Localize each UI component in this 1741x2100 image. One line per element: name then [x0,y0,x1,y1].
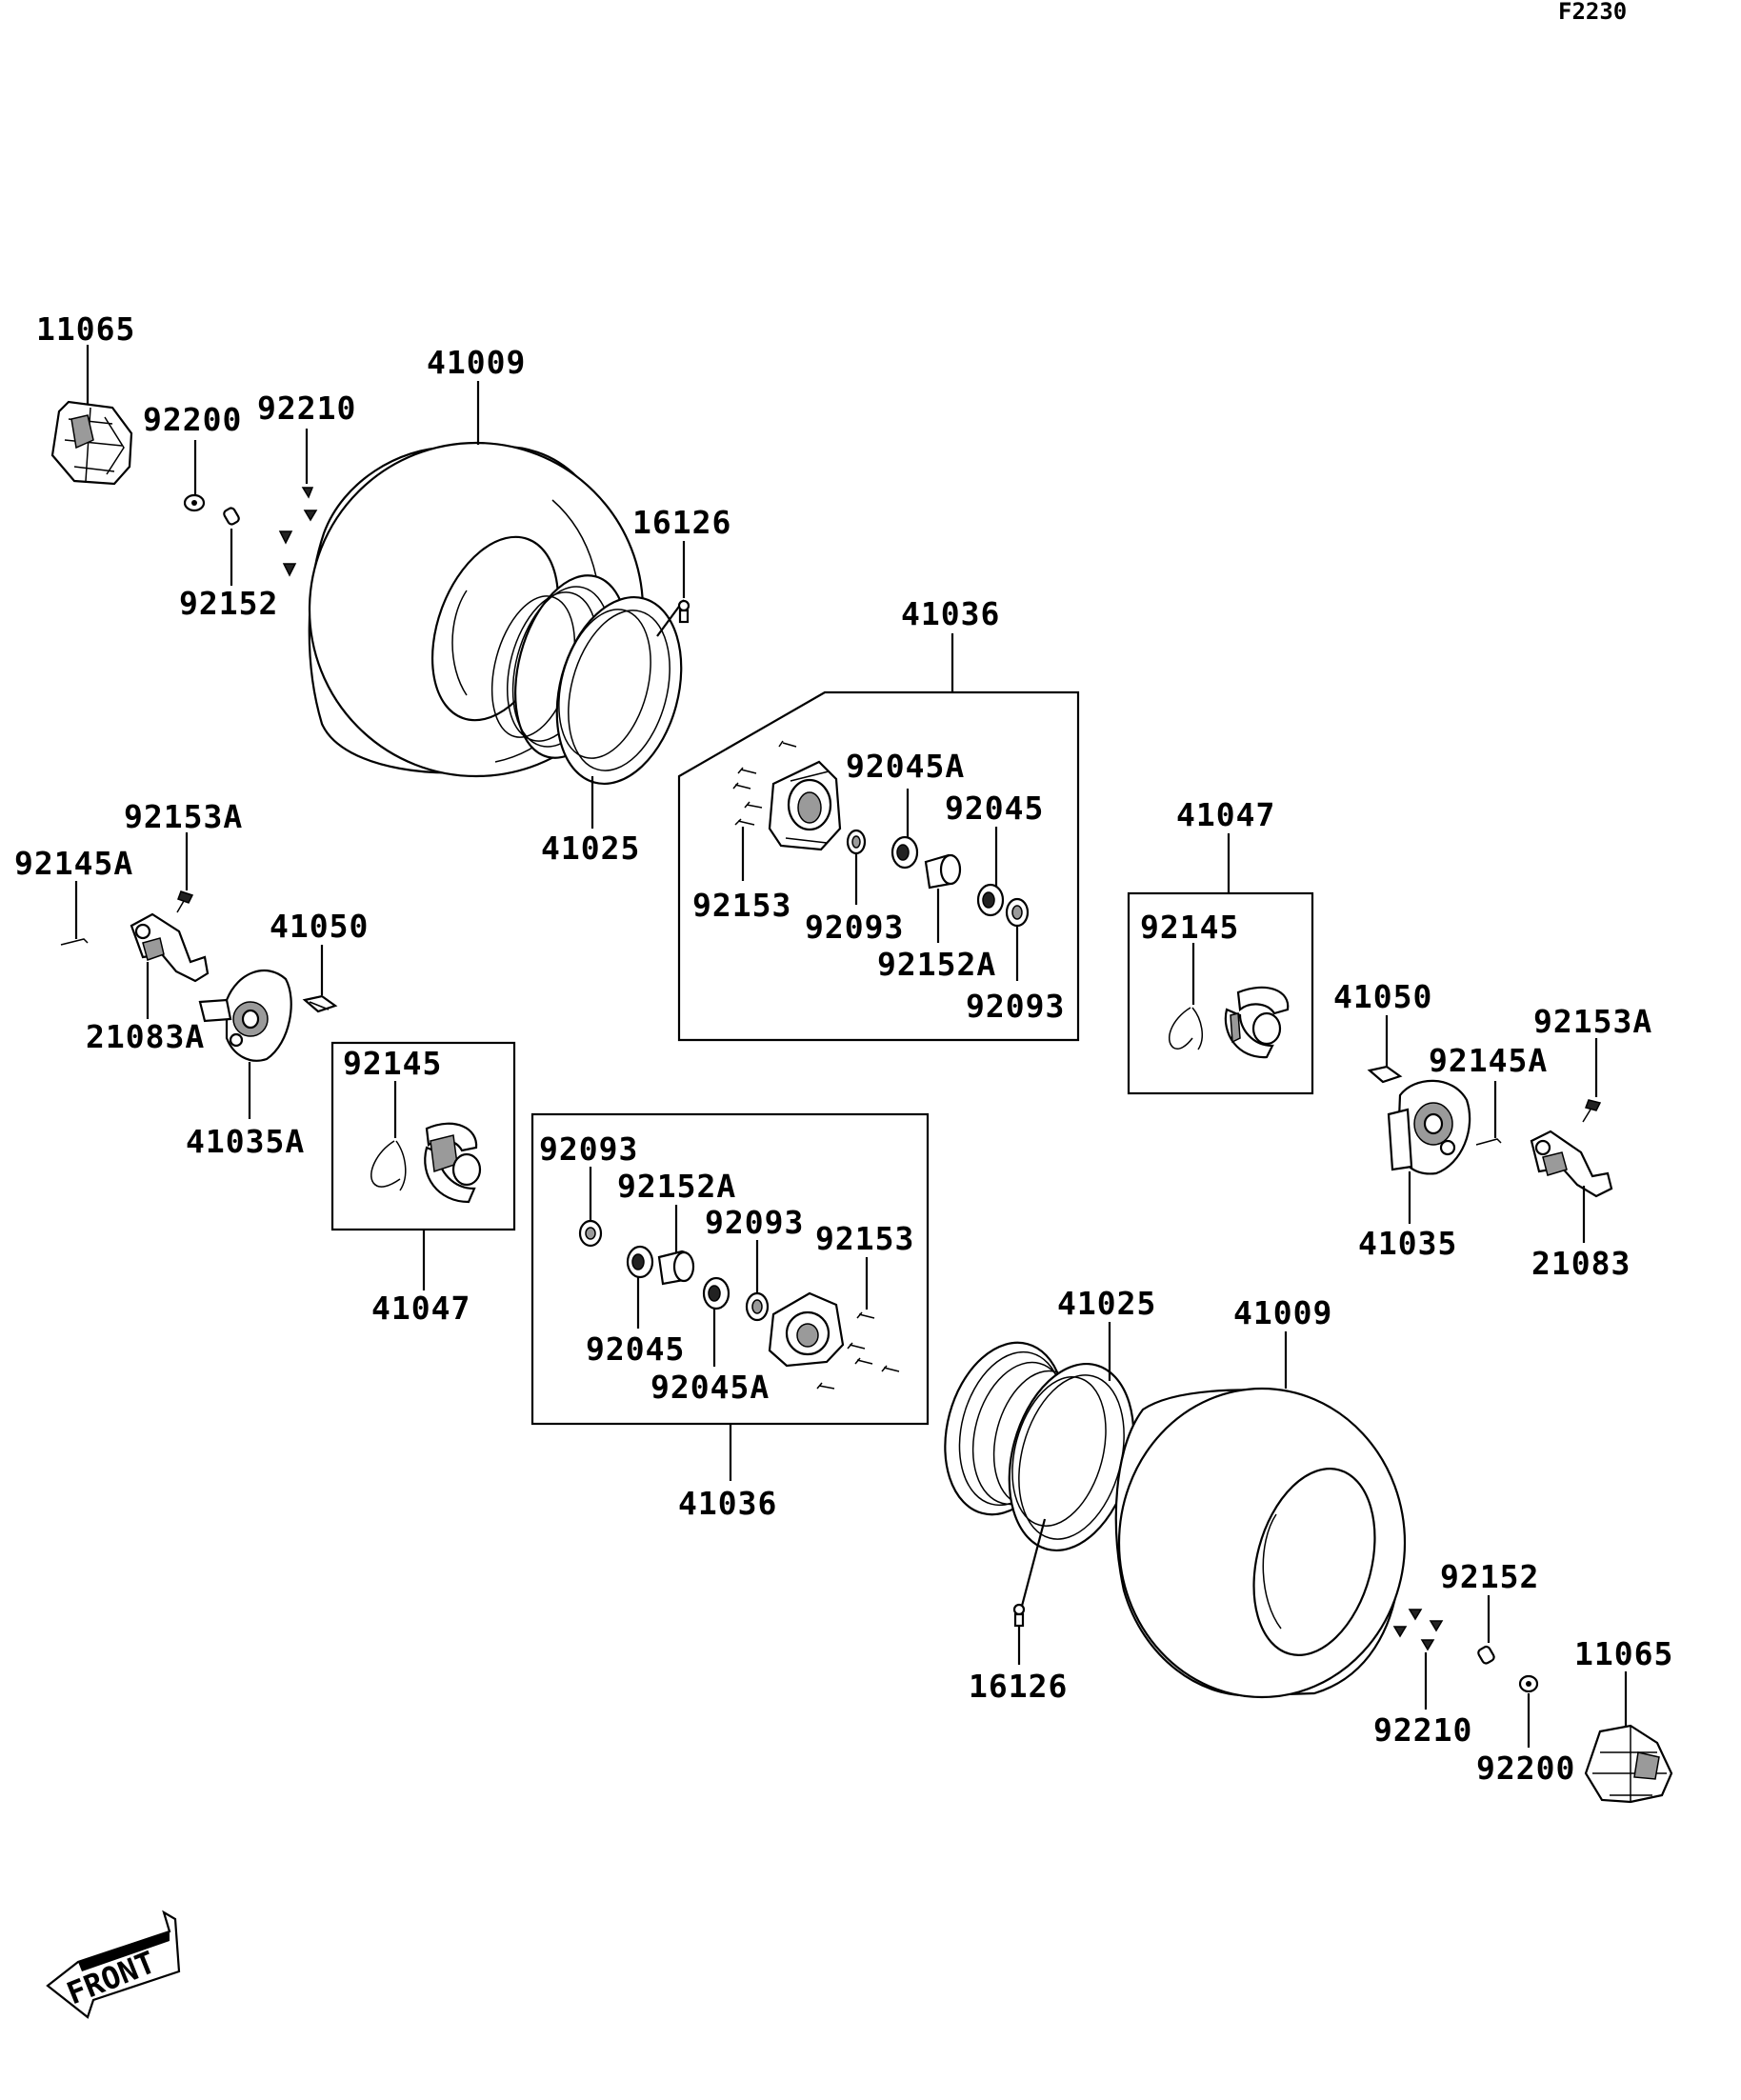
label-92045A-top: 92045A [846,748,965,785]
tire-41009-bottom [1114,1387,1407,1699]
front-direction-arrow: FRONT [46,1910,181,2019]
label-92153A-left: 92153A [124,798,243,835]
label-41036-bottom: 41036 [678,1485,777,1522]
bolts-92210-top [278,487,318,577]
label-92093-top-a: 92093 [805,909,904,946]
label-92200-bottom: 92200 [1476,1750,1575,1787]
brake-panel-41035A [198,970,292,1062]
label-92210-bottom: 92210 [1373,1711,1472,1749]
label-92093-bottom-b: 92093 [705,1204,804,1241]
label-92152-bottom: 92152 [1440,1558,1539,1595]
brake-panel-41035 [1387,1079,1471,1175]
label-92152A-top: 92152A [877,946,996,983]
seal-92093-top-b [1005,897,1030,928]
label-21083: 21083 [1531,1245,1631,1282]
label-41047-right: 41047 [1176,796,1275,833]
label-92045A-bottom: 92045A [650,1369,770,1406]
label-92145-left: 92145 [343,1045,442,1082]
label-41035A: 41035A [186,1123,305,1160]
bearing-92045A-bottom [702,1276,730,1310]
label-92045-top: 92045 [945,790,1044,827]
label-92153-top: 92153 [692,887,791,924]
label-92145A-right: 92145A [1429,1042,1548,1079]
hub-cap-bottom [1584,1724,1673,1804]
label-92093-bottom-a: 92093 [539,1130,638,1168]
label-92200-top: 92200 [143,401,242,438]
seal-92093-bottom-b [745,1291,770,1322]
cam-41050-left [302,994,338,1013]
label-92152A-bottom: 92152A [617,1168,736,1205]
brake-lever-21083 [1530,1130,1613,1198]
label-41009-top: 41009 [427,344,526,381]
label-21083A: 21083A [86,1018,205,1055]
label-41009-bottom: 41009 [1233,1294,1332,1331]
label-92153A-right: 92153A [1533,1003,1652,1040]
bolt-92153A-right [1582,1099,1602,1123]
rim-41025-top [490,574,683,786]
hub-box-top [677,690,1080,1042]
label-11065-top: 11065 [36,310,135,348]
seal-92093-top-a [846,829,867,855]
bearing-92045-bottom [626,1245,654,1279]
nut-92152-top [223,507,240,526]
studs-92153-bottom [816,1311,900,1390]
rim-41025-bottom [944,1341,1135,1552]
nut-92152-bottom [1477,1645,1495,1665]
label-41050-left: 41050 [270,908,369,945]
valve-16126-bottom [1012,1603,1026,1628]
label-92045-bottom: 92045 [586,1330,685,1368]
label-16126-bottom: 16126 [969,1668,1068,1705]
spacer-92152A-top [924,853,962,890]
cam-41050-right [1367,1065,1403,1084]
hub-cap-top [50,400,133,486]
spring-92145A-left [60,938,89,946]
seal-92093-bottom-a [578,1219,603,1248]
figure-code: F2230 [1558,0,1627,25]
brake-shoes-right [1169,986,1290,1059]
label-92153-bottom: 92153 [815,1220,914,1257]
label-11065-bottom: 11065 [1574,1635,1673,1672]
label-41047-left: 41047 [371,1290,470,1327]
spacer-92152A-bottom [657,1250,695,1286]
brake-lever-21083A [130,912,210,983]
hub-41036-top [768,760,842,851]
valve-16126-top [677,599,690,624]
label-41050-right: 41050 [1333,978,1432,1015]
bolt-92153A-left [176,890,194,913]
label-92152-top: 92152 [179,585,278,622]
label-92145A-left: 92145A [14,845,133,882]
bolts-92210-bottom [1392,1609,1444,1651]
brake-shoes-left [370,1122,482,1204]
label-41035: 41035 [1358,1225,1457,1262]
label-92145-right: 92145 [1140,909,1239,946]
bearing-92045A-top [891,835,919,870]
label-92210-top: 92210 [257,390,356,427]
bearing-92045-top [976,883,1005,917]
studs-92153-top [732,740,797,826]
brake-shoe-box-right [1127,891,1314,1095]
label-41025-bottom: 41025 [1057,1285,1156,1322]
label-16126-top: 16126 [632,504,731,541]
spring-92145A-right [1475,1138,1502,1146]
label-41036-top: 41036 [901,595,1000,632]
label-92093-top-b: 92093 [966,988,1065,1025]
label-41025-top: 41025 [541,830,640,867]
hub-41036-bottom [768,1291,845,1368]
